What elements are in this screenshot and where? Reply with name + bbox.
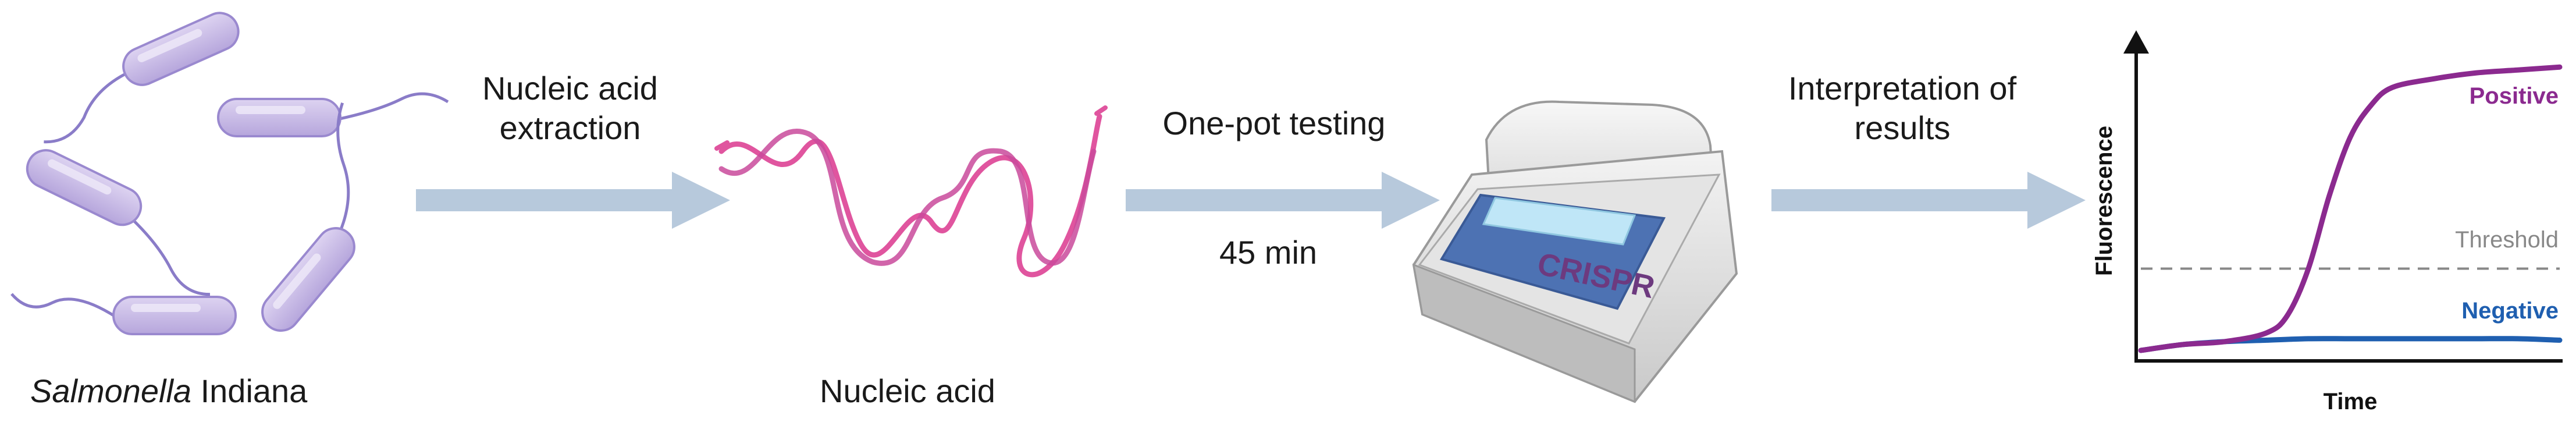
series-label-negative: Negative (2461, 298, 2559, 324)
bacterium-icon (26, 149, 210, 296)
bacteria-cluster (10, 12, 449, 335)
interpretation-label-line1: Interpretation of (1788, 70, 2017, 107)
arrow-extraction (416, 172, 730, 229)
dna-helix-icon (714, 105, 1108, 278)
y-axis-arrowhead (2123, 30, 2149, 54)
y-axis-label: Fluorescence (2091, 126, 2117, 276)
bacterium-icon (217, 92, 449, 137)
bacterium-icon (44, 12, 240, 144)
arrow-interpretation (1771, 172, 2086, 229)
organism-genus: Salmonella (30, 373, 192, 409)
one-pot-testing-label: One-pot testing (1162, 105, 1386, 141)
organism-label: Salmonella Indiana (30, 371, 391, 411)
extraction-label-line1: Nucleic acid (482, 70, 658, 107)
organism-serovar: Indiana (191, 373, 308, 409)
bacterium-icon (261, 102, 355, 332)
threshold-label: Threshold (2455, 227, 2559, 253)
x-axis-label: Time (2324, 389, 2378, 414)
interpretation-label-line2: results (1854, 109, 1951, 146)
fluorescence-chart: Positive Threshold Negative Time Fluores… (2091, 30, 2563, 414)
time-label: 45 min (1219, 234, 1318, 271)
extraction-label-line2: extraction (499, 109, 641, 146)
extraction-label: Nucleic acid extraction (407, 69, 733, 148)
arrow-testing (1126, 172, 1440, 229)
nucleic-acid-label: Nucleic acid (820, 373, 995, 409)
interpretation-label: Interpretation of results (1739, 69, 2065, 148)
bacterium-icon (10, 293, 237, 335)
series-line-positive (2138, 64, 2563, 353)
series-label-positive: Positive (2470, 83, 2559, 109)
crispr-device-icon: CRISPR (1412, 100, 1738, 403)
